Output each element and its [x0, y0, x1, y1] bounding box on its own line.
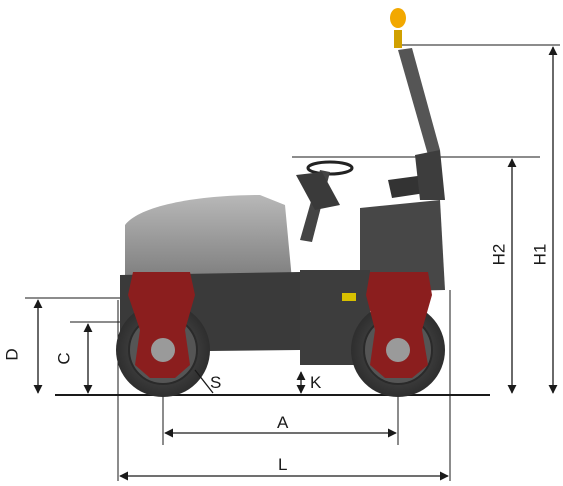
beacon-stem — [394, 30, 402, 48]
control-post — [296, 172, 340, 210]
machine — [116, 8, 445, 397]
yellow-tag — [342, 293, 356, 301]
front-hub — [151, 338, 175, 362]
steering-wheel — [306, 160, 354, 176]
rear-hub — [386, 338, 410, 362]
dim-S-leader — [194, 369, 214, 394]
label-S: S — [210, 373, 222, 392]
label-D: D — [2, 348, 22, 361]
label-H2: H2 — [489, 243, 509, 266]
front-hood — [125, 195, 292, 285]
dimension-arrows — [33, 46, 558, 481]
rops-bar — [398, 48, 440, 155]
seat-back — [415, 150, 445, 200]
label-K: K — [310, 373, 322, 392]
label-L: L — [278, 455, 288, 474]
label-A: A — [277, 413, 289, 432]
beacon-light — [390, 8, 406, 28]
label-C: C — [54, 352, 74, 365]
rear-hub-red — [366, 272, 432, 378]
label-H1: H1 — [530, 243, 550, 266]
reference-lines — [25, 44, 560, 485]
front-hub-red — [128, 272, 195, 378]
rear-body — [360, 200, 445, 292]
